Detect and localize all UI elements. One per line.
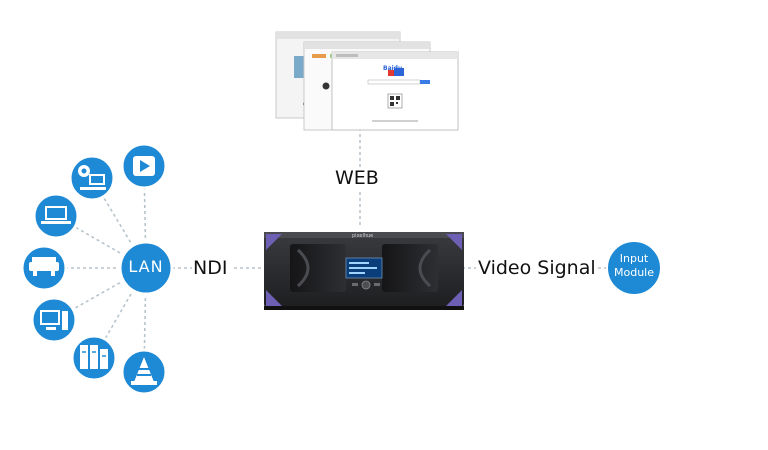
- lan-node: [118, 240, 174, 296]
- input-module-node: [606, 240, 662, 296]
- browser-window-front: [331, 51, 459, 131]
- lan-device-printer: [20, 244, 68, 292]
- browser-logo-text: Baidu: [383, 65, 403, 72]
- input-module-label-line1: Input: [619, 252, 649, 265]
- lan-device-vlc: [120, 348, 168, 396]
- lan-device-play: [120, 142, 168, 190]
- lan-device-laptop: [32, 192, 80, 240]
- input-module-label-line2: Module: [614, 266, 654, 279]
- device-knob: [361, 280, 371, 290]
- lan-device-webcam-pc: [68, 154, 116, 202]
- lan-label: LAN: [128, 257, 164, 276]
- ndi-label: NDI: [193, 257, 228, 279]
- video-signal-label: Video Signal: [478, 257, 596, 279]
- qr-code-icon: [387, 93, 403, 109]
- web-label: WEB: [335, 167, 379, 189]
- processor-device: [264, 232, 464, 310]
- device-brand-label: pixelhue: [352, 233, 374, 239]
- browser-stack: [275, 31, 459, 131]
- printer-icon: [29, 262, 59, 271]
- lan-device-desktop: [30, 296, 78, 344]
- lan-device-server: [70, 334, 118, 382]
- server-icon: [80, 345, 88, 369]
